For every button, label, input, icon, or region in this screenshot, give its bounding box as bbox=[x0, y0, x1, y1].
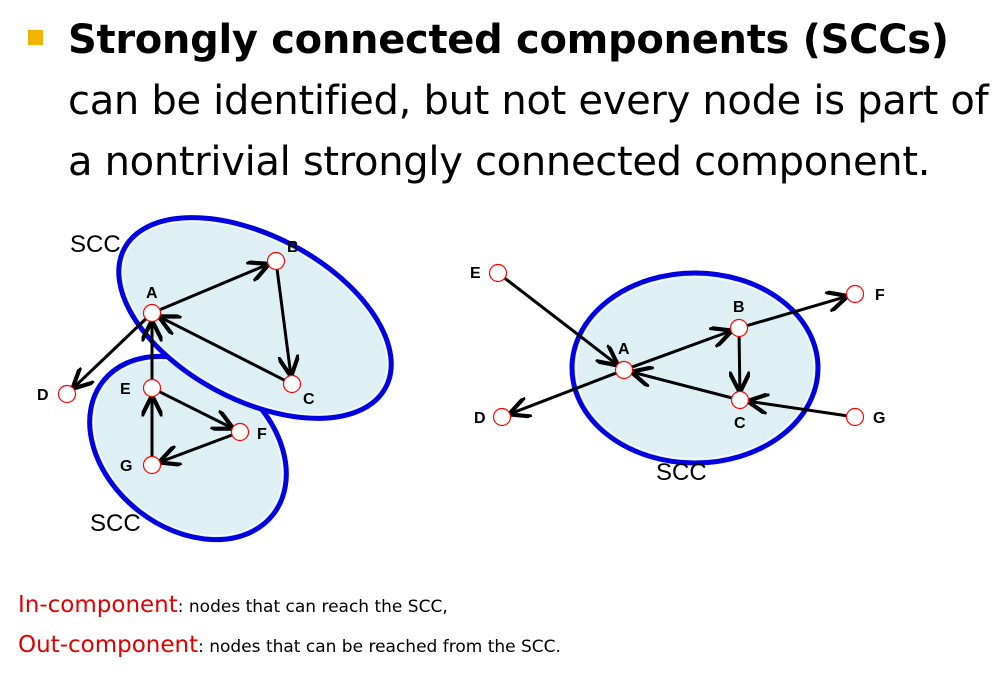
node-B bbox=[729, 318, 749, 338]
definition-text: : nodes that can be reached from the SCC… bbox=[198, 637, 561, 657]
left-diagram: A B C D E F G SCC SCC bbox=[37, 215, 394, 543]
scc-ellipse bbox=[569, 270, 821, 466]
node-G bbox=[142, 455, 162, 475]
node-label-D: D bbox=[37, 387, 49, 404]
scc-ellipse-inner bbox=[122, 220, 388, 416]
node-A bbox=[614, 360, 634, 380]
node-label-F: F bbox=[875, 287, 885, 304]
node-E bbox=[142, 378, 162, 398]
edge-C-A bbox=[160, 317, 286, 382]
node-D bbox=[492, 407, 512, 427]
node-D bbox=[57, 384, 77, 404]
node-F bbox=[230, 422, 250, 442]
definition-in-component: In-component: nodes that can reach the S… bbox=[18, 592, 448, 618]
node-G bbox=[845, 407, 865, 427]
node-label-E: E bbox=[120, 381, 131, 398]
edge-B-F bbox=[746, 297, 846, 328]
edge-A-D bbox=[511, 371, 617, 414]
node-C bbox=[282, 374, 302, 394]
edge-G-C bbox=[749, 401, 847, 418]
scc-ellipse-inner bbox=[575, 276, 815, 460]
scc-label: SCC bbox=[70, 231, 121, 258]
edge-A-B bbox=[159, 265, 267, 312]
edge-A-D bbox=[74, 317, 147, 388]
term-in-component: In-component bbox=[18, 592, 178, 618]
node-label-B: B bbox=[287, 239, 299, 256]
node-label-F: F bbox=[257, 426, 267, 443]
edge-C-A bbox=[633, 372, 733, 400]
definition-text: : nodes that can reach the SCC, bbox=[177, 597, 448, 617]
node-F bbox=[845, 284, 865, 304]
edge-E-A bbox=[503, 276, 617, 364]
node-C bbox=[730, 390, 750, 410]
slide-heading: Strongly connected components (SCCs) can… bbox=[68, 10, 1008, 193]
node-label-D: D bbox=[474, 410, 486, 427]
bullet-marker bbox=[28, 30, 43, 45]
scc-label: SCC bbox=[90, 510, 141, 537]
node-E bbox=[488, 263, 508, 283]
scc-ellipse bbox=[116, 215, 394, 421]
node-A bbox=[142, 303, 162, 323]
edge-B-C bbox=[739, 336, 740, 390]
node-B bbox=[266, 251, 286, 271]
edge-B-C bbox=[275, 269, 291, 374]
heading-rest: can be identified, but not every node is… bbox=[68, 78, 989, 185]
node-label-G: G bbox=[120, 458, 132, 475]
node-label-C: C bbox=[303, 391, 315, 408]
node-label-C: C bbox=[734, 415, 746, 432]
right-diagram: A B C D E F G SCC bbox=[470, 263, 885, 486]
node-label-B: B bbox=[733, 299, 745, 316]
node-label-G: G bbox=[873, 410, 885, 427]
edge-F-G bbox=[161, 433, 233, 462]
term-out-component: Out-component bbox=[18, 632, 199, 658]
heading-bold: Strongly connected components (SCCs) bbox=[68, 17, 949, 63]
scc-label: SCC bbox=[656, 459, 707, 486]
node-label-A: A bbox=[146, 285, 158, 302]
node-label-E: E bbox=[470, 265, 481, 282]
edge-A-B bbox=[631, 331, 730, 369]
node-label-A: A bbox=[618, 341, 630, 358]
definition-out-component: Out-component: nodes that can be reached… bbox=[18, 632, 561, 658]
edge-E-F bbox=[158, 390, 232, 428]
